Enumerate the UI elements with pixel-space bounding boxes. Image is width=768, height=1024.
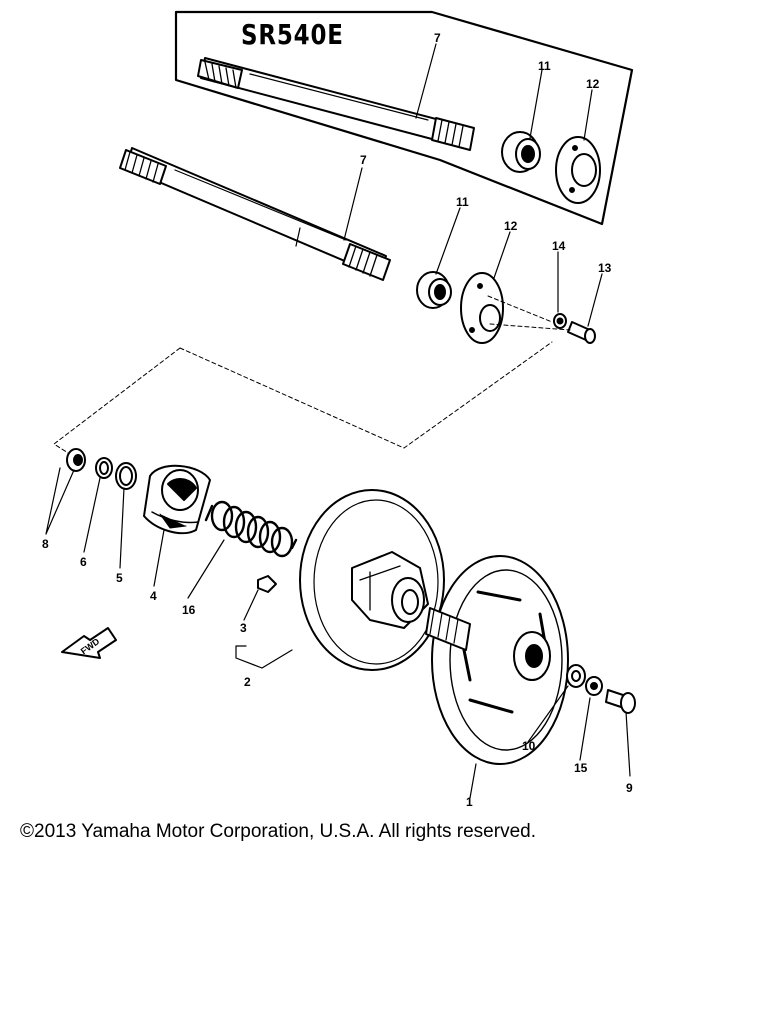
bolt-13 [567,321,596,344]
washer-15 [585,676,603,696]
assembly-dashed-box [53,341,553,459]
callout-13: 13 [598,261,612,275]
callout-5: 5 [116,571,123,585]
model-label: SR540E [241,18,344,51]
callout-7: 7 [360,153,367,167]
flange-lower [460,272,504,344]
callout-15: 15 [574,761,588,775]
callout-6: 6 [80,555,87,569]
callout-9: 9 [626,781,633,795]
washer-8 [66,448,86,472]
callout-3: 3 [240,621,247,635]
sheave-1 [425,555,569,765]
front-direction-arrow: FWD [61,627,117,659]
washer-6 [95,457,113,479]
callout-1: 1 [466,795,473,809]
washer-5 [115,462,137,490]
spring-16 [204,500,298,558]
bearing-lower [416,271,452,309]
exploded-parts-diagram: FWD SR540E 7 11 12 7 11 12 [42,10,636,809]
shaft-upper [197,57,475,151]
copyright-notice: ©2013 Yamaha Motor Corporation, U.S.A. A… [20,821,536,842]
sheave-2 [299,489,445,671]
callout-7-top: 7 [434,31,441,45]
callout-11: 11 [456,195,469,209]
diagram-drawing: FWD [45,10,636,799]
callout-16: 16 [182,603,196,617]
cam-4 [143,464,211,535]
callout-2: 2 [244,675,251,689]
inset-frame [174,10,634,226]
callout-11-top: 11 [538,59,551,73]
slider-3 [257,575,277,593]
nut-14 [553,313,567,329]
shaft-lower [119,147,391,281]
washer-10 [566,664,586,688]
callout-12-top: 12 [586,77,600,91]
callout-8: 8 [42,537,49,551]
callout-14: 14 [552,239,566,253]
callout-10: 10 [522,739,536,753]
flange-upper [555,136,601,204]
leader-lines [45,43,631,799]
bolt-9 [605,689,636,714]
bearing-upper [501,131,541,173]
callout-4: 4 [150,589,157,603]
fastener-lines [487,295,571,331]
callout-12: 12 [504,219,518,233]
